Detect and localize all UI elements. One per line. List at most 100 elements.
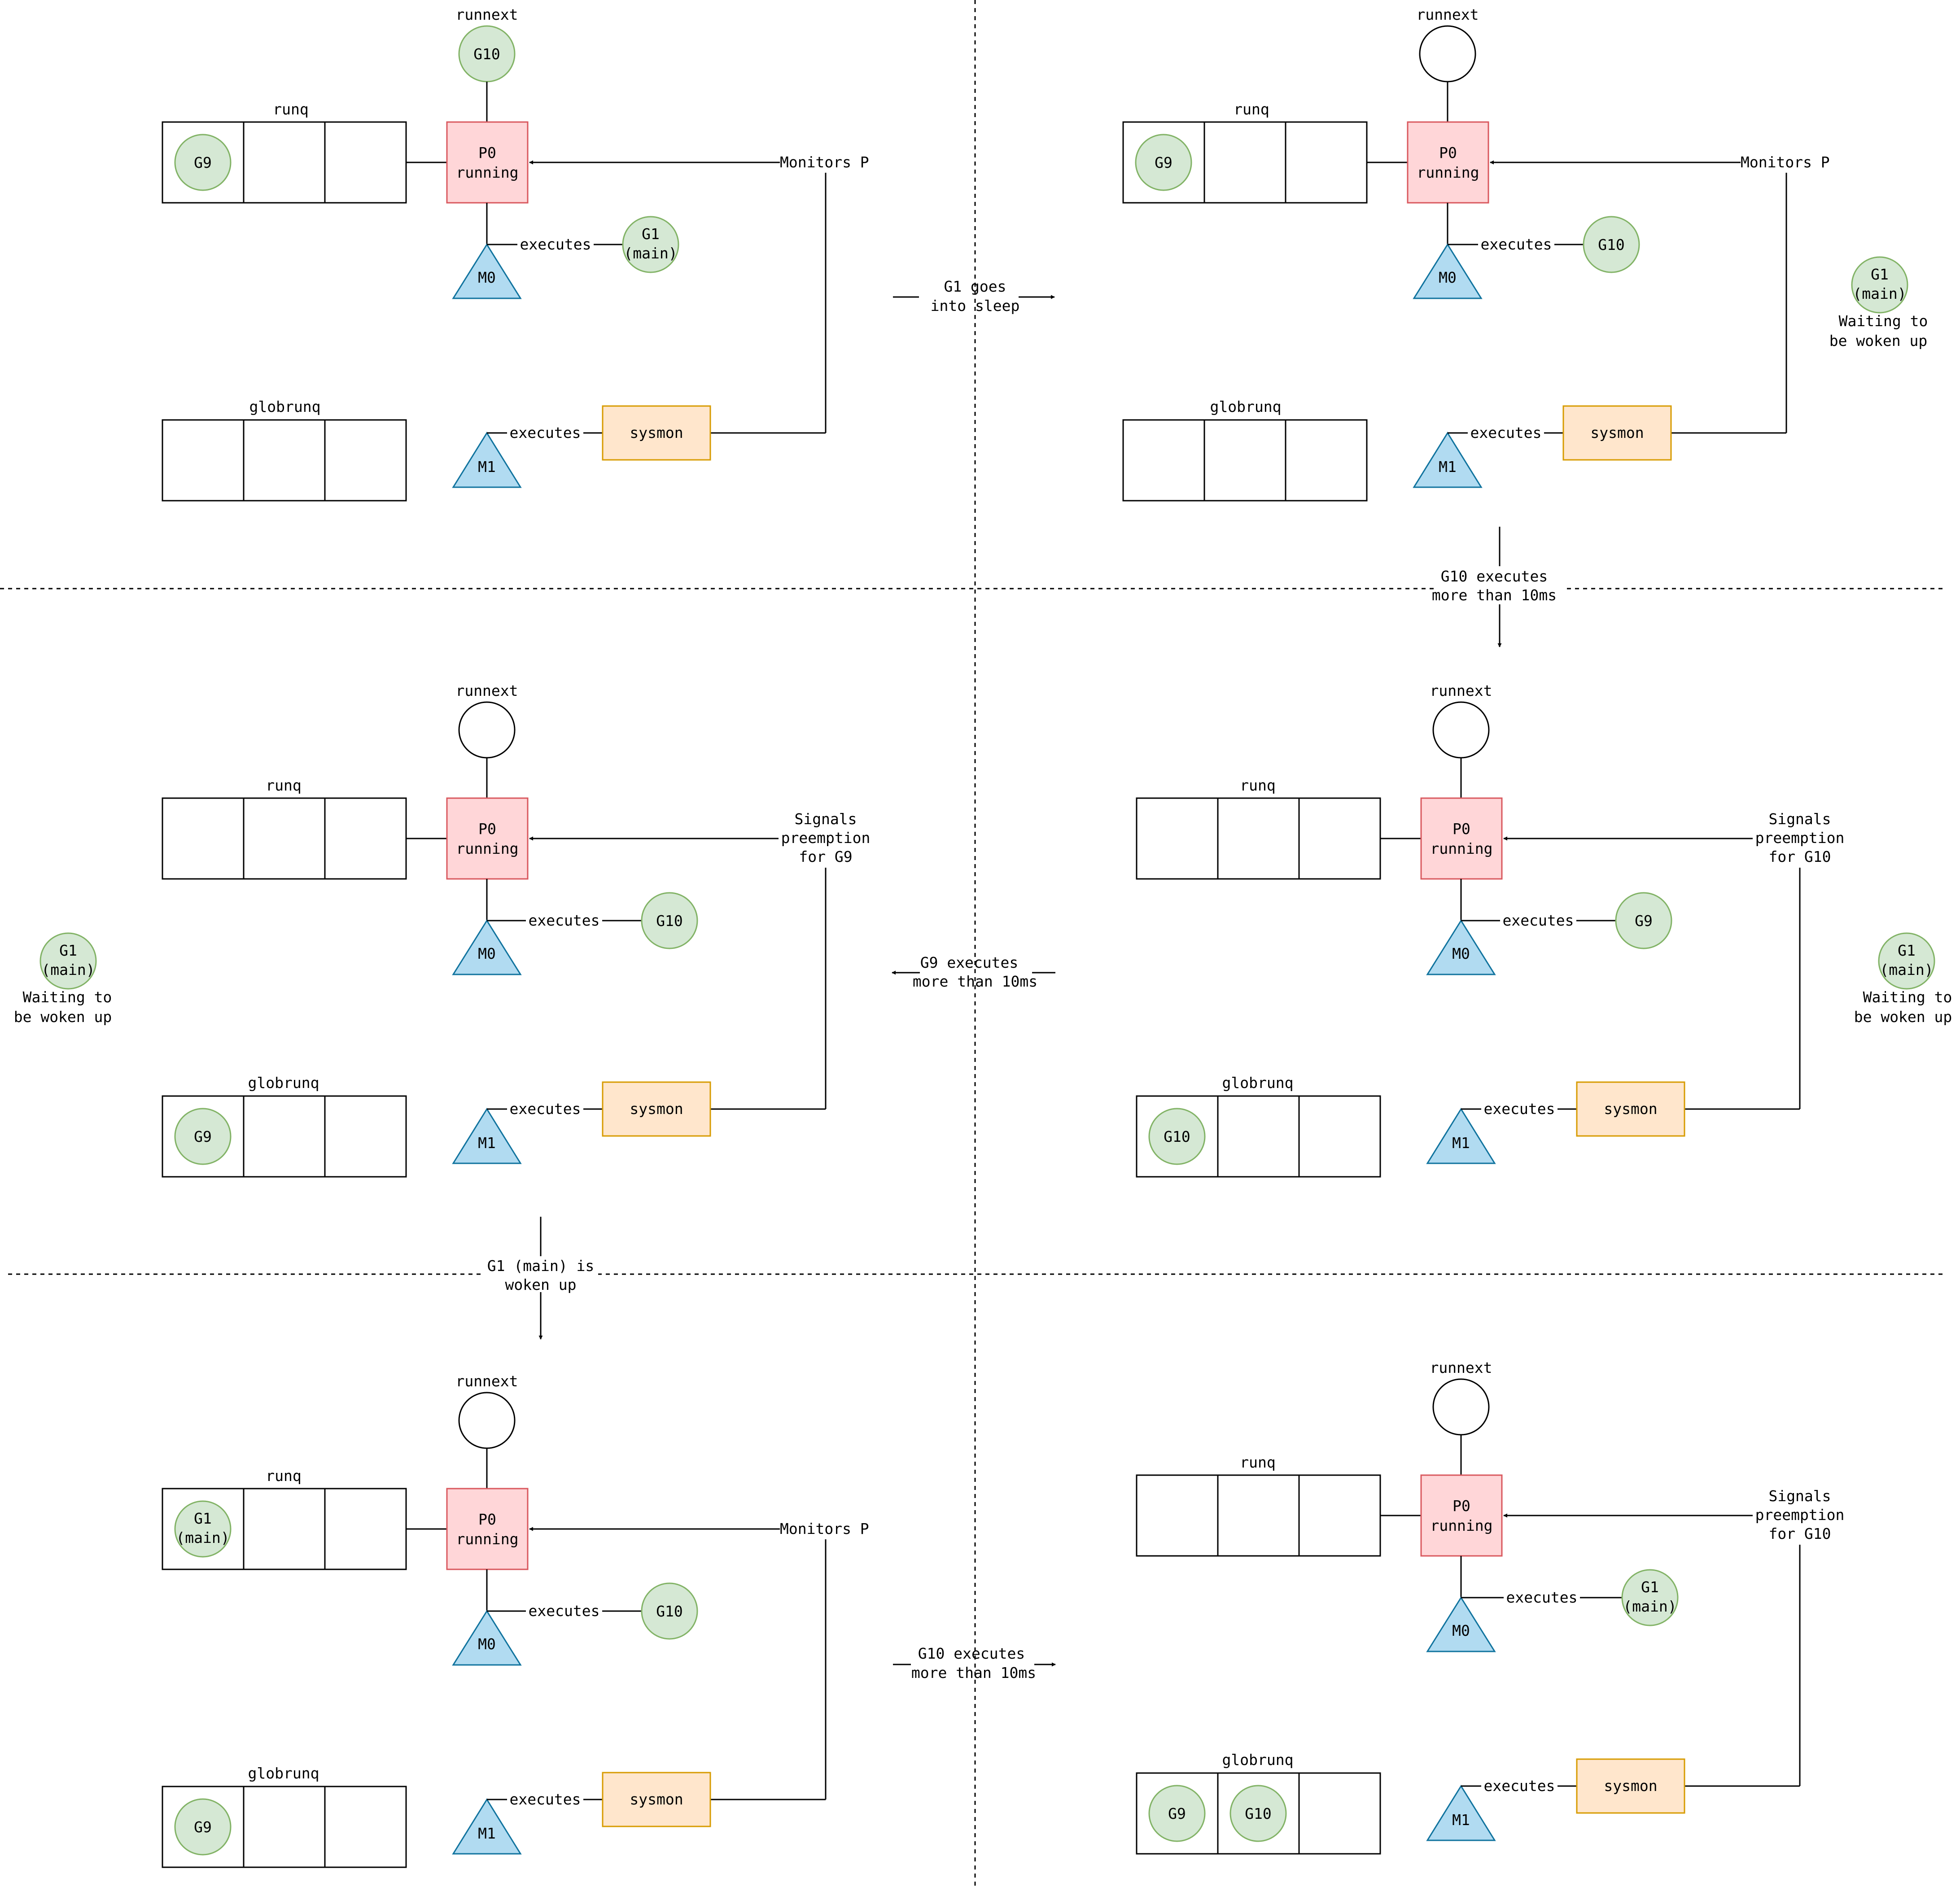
processor-p0-label-line2: running (456, 164, 518, 181)
globrunq-slot-3 (324, 1095, 407, 1178)
transition-5-label-line1: G10 executes (918, 1645, 1025, 1662)
transition-1: G1 goes into sleep (893, 278, 1055, 314)
machine-m1-label: M1 (478, 1134, 496, 1152)
panel-3: runnext runq P0 running Signals preempti… (14, 682, 873, 1178)
machine-m0-label: M0 (1452, 945, 1470, 962)
m0-current-g10 (641, 1582, 698, 1640)
runq-slot-1 (1136, 1474, 1219, 1557)
sleeping-g1 (1851, 256, 1908, 314)
globrunq-g9-label: G9 (1168, 1805, 1186, 1822)
sleeping-g1-label-line2: (main) (41, 961, 95, 978)
panel-2: runnext runq G9 P0 running Monitors P M0… (1122, 6, 1928, 502)
runq-g9-label: G9 (194, 154, 212, 171)
panel-1: runnext G10 runq G9 P0 running Monitors … (162, 6, 869, 502)
m0-current-g10 (641, 892, 698, 949)
signal-label-line1: Signals (794, 810, 857, 828)
runq-label: runq (1234, 100, 1269, 118)
machine-m0 (452, 243, 522, 299)
transition-2: G10 executes more than 10ms (1432, 527, 1564, 647)
sysmon-label: sysmon (1604, 1100, 1657, 1118)
m1-executes-label: executes (510, 1100, 581, 1118)
processor-p0-label-line1: P0 (478, 1511, 496, 1528)
machine-m1-label: M1 (478, 1825, 496, 1842)
monitor-label: Monitors P (1741, 153, 1830, 171)
m0-current-g1-label-line2: (main) (1623, 1598, 1676, 1615)
processor-p0 (1407, 121, 1489, 204)
globrunq-slot-2 (1217, 1095, 1300, 1178)
processor-p0-label-line2: running (456, 1530, 518, 1548)
globrunq-g10 (1229, 1785, 1287, 1842)
processor-p0 (1420, 1474, 1503, 1557)
globrunq-label: globrunq (1222, 1751, 1294, 1769)
machine-m1 (452, 432, 522, 488)
runq-slot-2 (243, 1488, 326, 1570)
processor-p0-label-line2: running (1417, 164, 1479, 181)
runnext-label: runnext (1416, 6, 1479, 23)
m0-executes-bg (526, 1602, 602, 1619)
m1-executes-label: executes (510, 424, 581, 441)
runq-slot-2 (243, 797, 326, 880)
signal-label-line2: preemption (781, 829, 871, 847)
globrunq-label: globrunq (1210, 398, 1282, 415)
m1-executes-label: executes (1484, 1100, 1555, 1118)
m0-current-g10-label: G10 (656, 912, 683, 930)
m0-current-g1-label-line1: G1 (1641, 1578, 1659, 1596)
runq-label: runq (266, 777, 301, 794)
signal-label-line2: preemption (1755, 1506, 1845, 1524)
waiting-label-line2: be woken up (1854, 1008, 1952, 1026)
waiting-label-line1: Waiting to (23, 988, 112, 1006)
globrunq-g10-label: G10 (1245, 1805, 1272, 1822)
m1-executes-bg (507, 424, 583, 441)
m0-executes-label: executes (529, 1602, 600, 1620)
m1-executes-bg (507, 1791, 583, 1808)
panel-5: runnext runq G1 (main) P0 running Monito… (162, 1372, 869, 1868)
runq-slot-1 (162, 797, 245, 880)
machine-m0 (1426, 1596, 1496, 1652)
m0-current-g1 (622, 216, 679, 273)
sleeping-g1-label-line1: G1 (1898, 942, 1916, 959)
runq-slot-2 (1217, 1474, 1300, 1557)
transition-3: G9 executes more than 10ms (892, 954, 1055, 990)
processor-p0-label-line1: P0 (1439, 144, 1457, 162)
processor-p0-label-line1: P0 (478, 144, 496, 162)
runq-g9 (1135, 134, 1192, 191)
waiting-label-line2: be woken up (14, 1008, 112, 1026)
processor-p0-label-line2: running (1430, 1517, 1492, 1534)
sysmon-label: sysmon (1590, 424, 1644, 441)
m0-executes-label: executes (1506, 1589, 1578, 1606)
runnext-empty (458, 701, 516, 759)
m1-executes-label: executes (1484, 1777, 1555, 1795)
globrunq-g9-label: G9 (194, 1128, 212, 1145)
runq-label: runq (1240, 777, 1275, 794)
processor-p0 (446, 121, 529, 204)
signal-label-line3: for G9 (799, 848, 852, 865)
machine-m1 (452, 1108, 522, 1164)
globrunq-label: globrunq (248, 1074, 319, 1092)
globrunq-label: globrunq (249, 398, 321, 415)
sleeping-g1-label-line2: (main) (1853, 285, 1906, 302)
runq-label: runq (266, 1467, 301, 1485)
m0-current-g9-label: G9 (1635, 912, 1653, 930)
runq-slot-3 (324, 121, 407, 204)
waiting-label-line1: Waiting to (1863, 988, 1952, 1006)
sysmon-box (1576, 1758, 1685, 1814)
runq-slot-3 (324, 797, 407, 880)
runnext-empty (1432, 1378, 1490, 1436)
transition-2-label-line2: more than 10ms (1432, 586, 1557, 604)
runq-slot-3 (324, 1488, 407, 1570)
runq-slot-1 (1136, 797, 1219, 880)
m0-executes-label: executes (1503, 912, 1574, 929)
sysmon-box (602, 1772, 711, 1827)
sysmon-label: sysmon (1604, 1777, 1657, 1795)
machine-m0-label: M0 (478, 269, 496, 286)
transition-5-label-line2: more than 10ms (911, 1664, 1036, 1682)
signal-label-line1: Signals (1768, 810, 1831, 828)
processor-p0-label-line1: P0 (1452, 820, 1470, 838)
globrunq-slot-3 (1298, 1095, 1381, 1178)
runnext-empty (1432, 701, 1490, 759)
m0-current-g1-label-line2: (main) (624, 245, 677, 262)
processor-p0 (446, 797, 529, 880)
runq-slot-3 (1298, 1474, 1381, 1557)
runq-g1-label-line1: G1 (194, 1510, 212, 1527)
